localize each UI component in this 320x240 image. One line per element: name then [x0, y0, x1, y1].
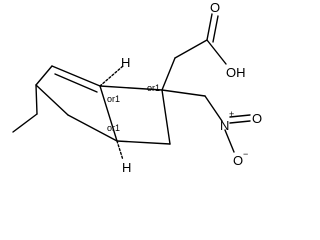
bond-to-ch2-acid: [161, 57, 176, 91]
bond-c-oh: [206, 39, 227, 65]
bond-carbonyl-outer: [206, 13, 213, 41]
bond-carbonyl-inner: [212, 15, 219, 43]
stereo-label-quaternary-carbon: or1: [147, 83, 160, 93]
bond-n-o-bottom: [224, 129, 235, 153]
bond-n-o-top-inner: [229, 120, 251, 124]
atom-label-hydrogen-top: H: [121, 55, 130, 70]
bond-h-bottom: [116, 140, 124, 161]
bond-ring-vinyl-ethyl: [35, 65, 53, 86]
bond-ch2-to-n: [204, 95, 223, 122]
bond-cb-bottom: [116, 140, 171, 145]
bond-cb-top: [99, 85, 163, 91]
bond-ring-left-lower-inner: [54, 73, 98, 93]
bond-to-ch2-nitro: [161, 89, 206, 97]
stereo-label-upper-bridgehead: or1: [107, 94, 120, 104]
bond-ethyl-1: [35, 84, 38, 115]
bond-ch2-to-carboxyl: [174, 39, 208, 59]
structure-canvas: O OH N + O O − H H or1 or1 or1: [12, 0, 262, 175]
bond-ring-left-lower: [51, 65, 101, 87]
bond-bridgehead-link: [99, 85, 118, 142]
bond-n-o-top-outer: [229, 114, 251, 118]
atom-label-nitro-nitrogen: N: [220, 118, 229, 133]
bond-cb-right: [161, 89, 171, 145]
bond-ethyl-2: [12, 113, 38, 133]
stereo-label-lower-bridgehead: or1: [107, 123, 120, 133]
atom-label-nitro-oxygen-top: O: [252, 111, 262, 126]
bond-ch2-to-bridgehead: [67, 114, 118, 142]
atom-label-hydroxyl: OH: [226, 65, 246, 80]
atom-label-nitro-oxygen-bottom: O: [233, 153, 243, 168]
atom-label-carbonyl-oxygen: O: [210, 0, 220, 15]
bond-h-top: [99, 65, 124, 87]
atom-label-hydrogen-bottom: H: [122, 160, 131, 175]
charge-nitrogen: +: [229, 109, 234, 119]
charge-oxygen: −: [243, 149, 248, 159]
bond-ring-left-to-ch2: [35, 84, 69, 116]
molecule-drawing: O OH N + O O − H H or1 or1 or1: [12, 0, 262, 175]
